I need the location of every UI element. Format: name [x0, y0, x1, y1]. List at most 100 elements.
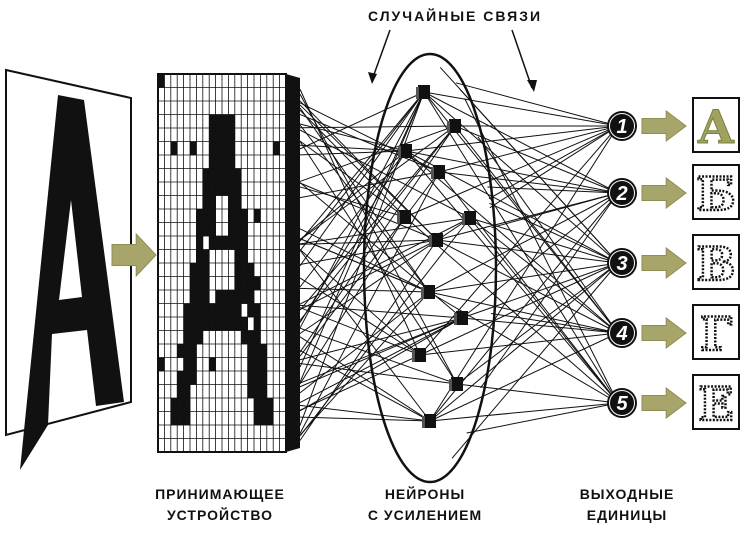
- grid-cell-filled: [222, 155, 229, 169]
- neuron-square: [414, 348, 426, 362]
- grid-cell-filled: [209, 168, 216, 183]
- grid-cell-filled: [209, 114, 216, 129]
- connection-line: [429, 402, 619, 422]
- connection-line: [405, 150, 619, 404]
- grid-cell-filled: [177, 411, 184, 426]
- grid-cell-filled: [196, 330, 204, 345]
- grid-cell-filled: [190, 263, 197, 277]
- connection-line: [491, 192, 619, 229]
- grid-cell-filled: [183, 330, 191, 345]
- grid-cell-filled: [190, 344, 197, 358]
- grid-cell-filled: [202, 276, 210, 291]
- grid-cell-filled: [241, 222, 248, 237]
- connection-line: [428, 262, 619, 293]
- grid-cell-filled: [196, 276, 204, 291]
- neuron-unit: [429, 233, 443, 247]
- grid-cell-filled: [222, 236, 229, 250]
- connection-line: [299, 107, 430, 293]
- neuron-unit: [397, 210, 411, 224]
- neuron-square-side: [412, 350, 415, 362]
- grid-cell-filled: [190, 290, 197, 304]
- receiver-label-line-2: УСТРОЙСТВО: [166, 507, 274, 523]
- grid-cell-filled: [202, 317, 210, 331]
- output-label-line-2: ЕДИНИЦЫ: [586, 507, 668, 523]
- connection-line: [429, 125, 619, 422]
- connection-line: [299, 91, 425, 150]
- neuron-square: [400, 144, 412, 158]
- connection-line: [299, 91, 425, 383]
- receptor-grid-edge: [286, 74, 300, 452]
- connection-line: [436, 239, 619, 334]
- output-arrow-3: [641, 246, 687, 280]
- grid-cell-filled: [202, 249, 210, 264]
- grid-cell-filled: [260, 384, 268, 399]
- connection-line: [299, 217, 471, 305]
- grid-cell-filled: [228, 222, 236, 237]
- grid-cell-filled: [209, 155, 216, 169]
- neuron-unit: [398, 144, 412, 158]
- output-unit-number: 2: [615, 183, 627, 205]
- neuron-square-side: [454, 313, 457, 325]
- connection-line: [429, 262, 619, 422]
- neuron-square: [433, 165, 445, 179]
- output-label: ВЫХОДНЫЕ ЕДИНИЦЫ: [572, 484, 682, 526]
- grid-cell-filled: [183, 371, 191, 385]
- grid-cell-filled: [247, 384, 255, 399]
- neuron-square: [449, 119, 461, 133]
- grid-cell-filled: [190, 276, 197, 291]
- output-arrow-4-shape: [641, 316, 687, 350]
- connection-line: [489, 202, 619, 264]
- neuron-layer-ellipse: [362, 52, 498, 484]
- connection-line: [405, 150, 619, 334]
- connection-line: [404, 125, 619, 218]
- connection-line: [299, 354, 421, 411]
- connection-line: [299, 317, 463, 361]
- grid-cell-filled: [215, 141, 223, 156]
- grid-cell-filled: [183, 303, 191, 318]
- output-arrow-4: [641, 316, 687, 350]
- neuron-square: [464, 211, 476, 225]
- neurons-label: НЕЙРОНЫ С УСИЛЕНИЕМ: [360, 484, 490, 526]
- grid-cell-filled: [222, 128, 229, 142]
- connection-line: [299, 239, 438, 441]
- grid-cell-filled: [234, 276, 242, 291]
- grid-cell-filled: [202, 290, 210, 304]
- neuron-unit: [454, 311, 468, 325]
- grid-cell-filled: [241, 317, 248, 331]
- grid-cell-filled: [177, 384, 184, 399]
- output-arrow-5-shape: [641, 386, 687, 420]
- neuron-unit: [431, 165, 445, 179]
- neuron-unit: [416, 85, 430, 99]
- connection-line: [464, 98, 619, 404]
- grid-cell-filled: [209, 182, 216, 196]
- grid-cell-filled: [228, 236, 236, 250]
- grid-cell-filled: [254, 357, 261, 372]
- random-connections-label: СЛУЧАЙНЫЕ СВЯЗИ: [367, 8, 543, 24]
- connection-line: [456, 262, 619, 385]
- output-unit-circle-ring: [609, 113, 635, 139]
- grid-cell-filled: [260, 357, 268, 372]
- grid-cell-filled: [254, 317, 261, 331]
- grid-cell-filled: [183, 398, 191, 412]
- grid-cell-filled: [215, 303, 223, 318]
- connection-line: [469, 217, 619, 404]
- neuron-square-side: [429, 235, 432, 247]
- grid-cell-filled: [215, 317, 223, 331]
- connection-line: [299, 336, 431, 422]
- grid-cell-filled: [209, 141, 216, 156]
- grid-cell-filled: [177, 344, 184, 358]
- grid-cell-filled: [158, 74, 165, 88]
- connection-line: [299, 150, 407, 288]
- grid-cell-filled: [222, 317, 229, 331]
- grid-cell-filled: [260, 398, 268, 412]
- grid-cell-filled: [190, 303, 197, 318]
- grid-cell-filled: [241, 290, 248, 304]
- neuron-square-side: [422, 416, 425, 428]
- neuron-unit: [421, 285, 435, 299]
- grid-cell-filled: [234, 317, 242, 331]
